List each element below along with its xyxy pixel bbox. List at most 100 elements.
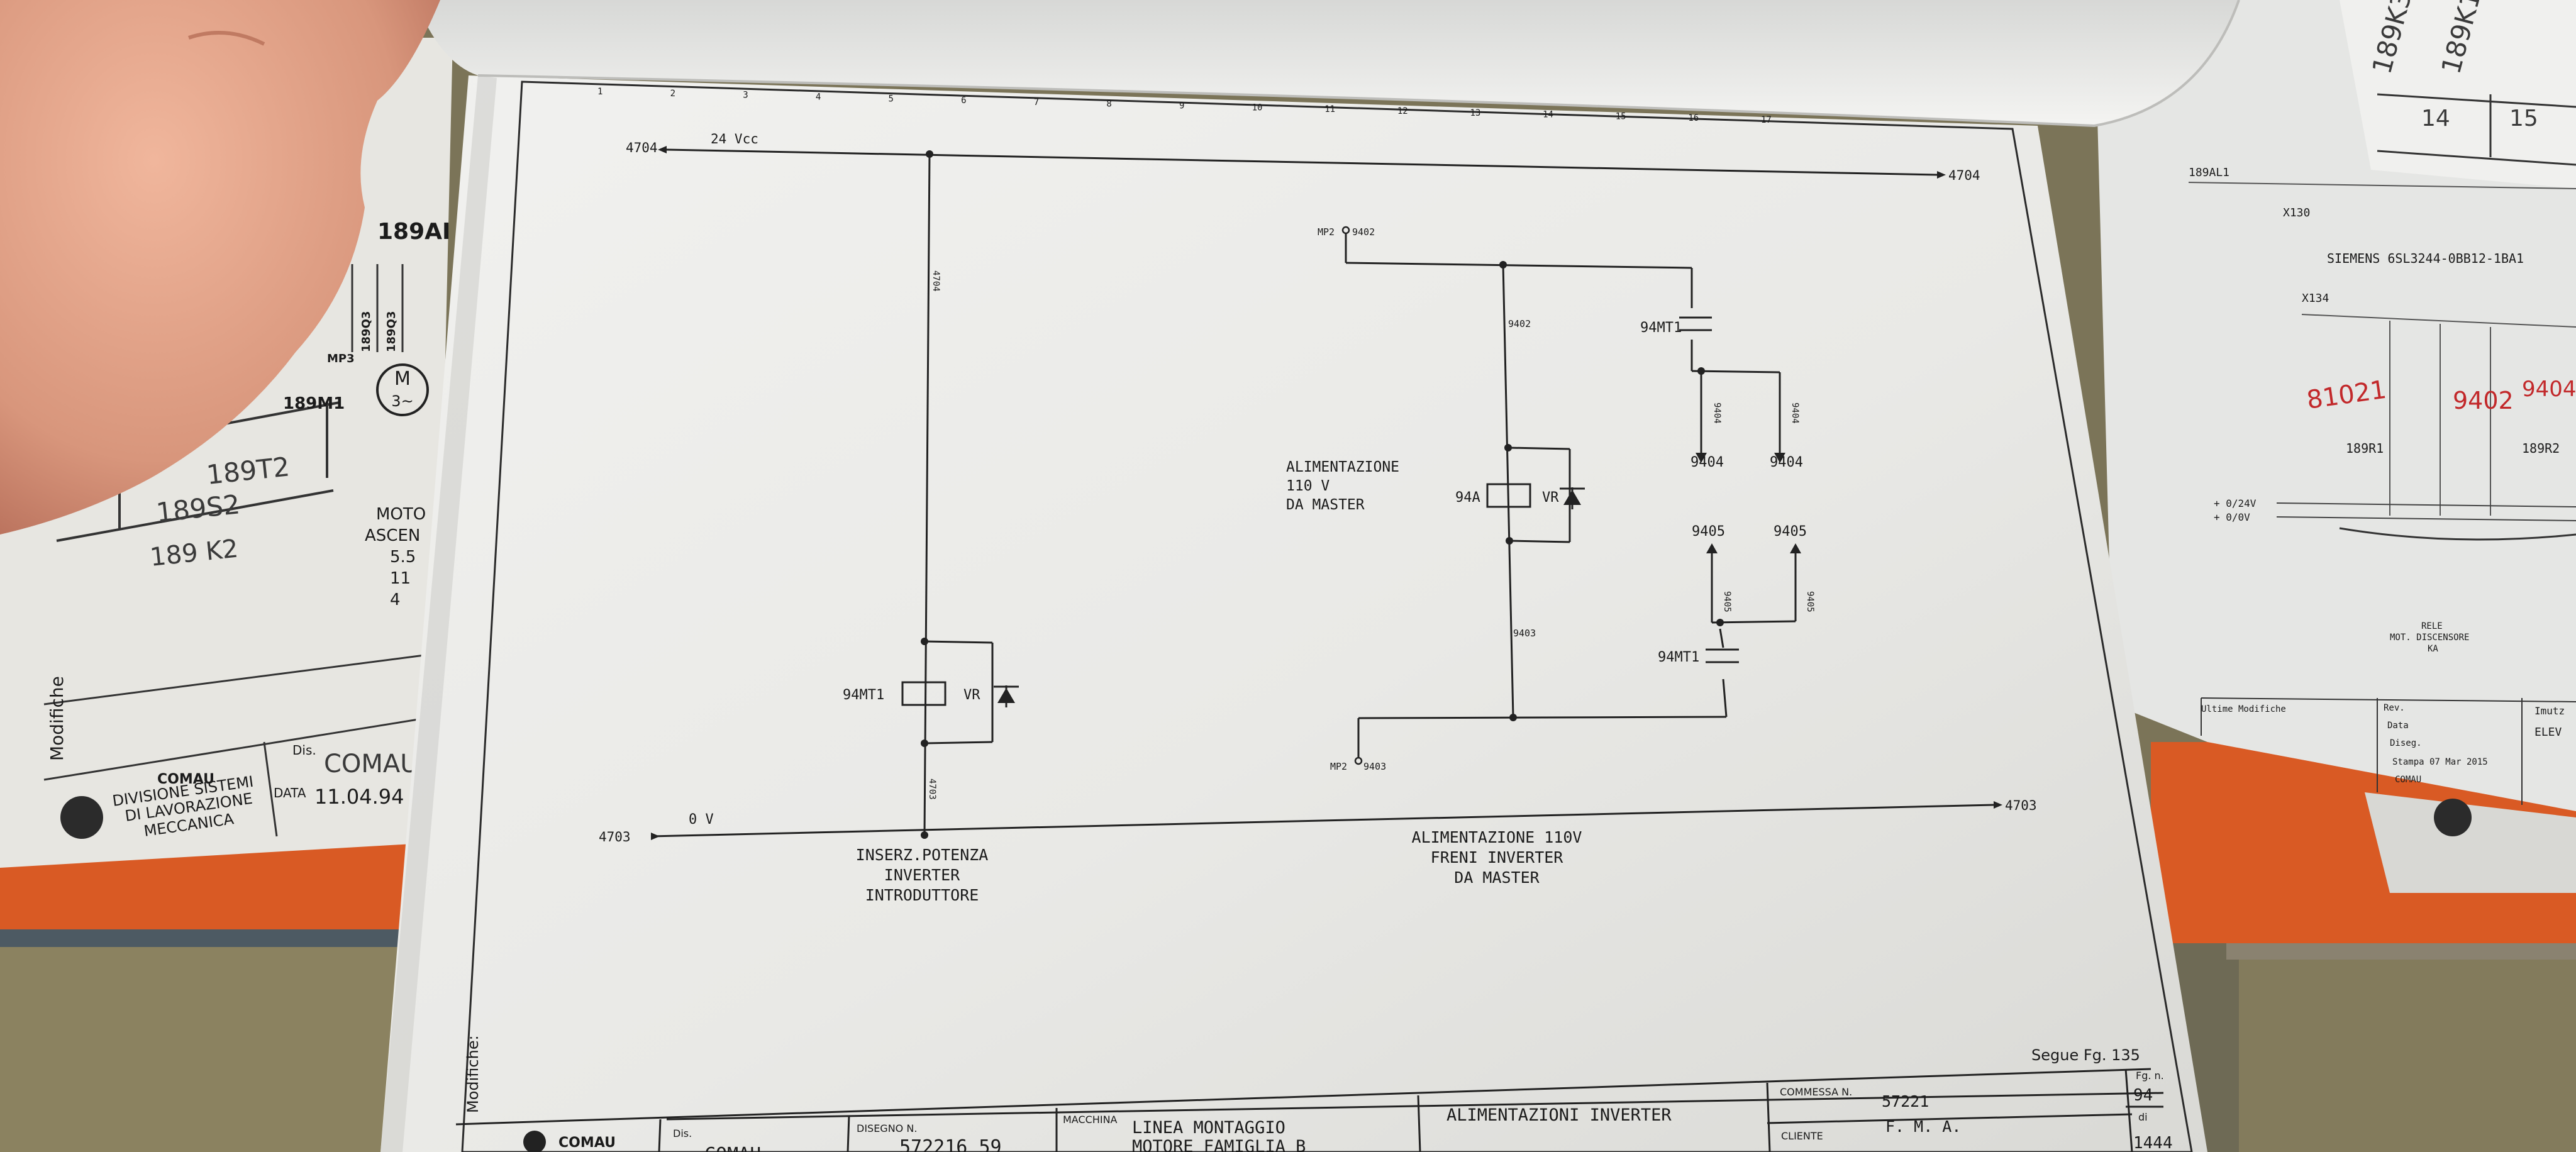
mp-top-wire: 9402 <box>1352 226 1375 238</box>
column-number: 1 <box>597 87 602 97</box>
tb-macchina-line1: LINEA MONTAGGIO <box>1132 1118 1285 1138</box>
bench-rail-right <box>2226 943 2576 960</box>
left-brand: COMAU <box>157 772 214 787</box>
bench-wood-right <box>2239 960 2576 1152</box>
wire-9405-vertical-a: 9405 <box>1722 591 1732 612</box>
wire-4704-vertical: 4704 <box>931 270 941 292</box>
right-note-3: KA <box>2428 644 2438 654</box>
wire-4703-vertical: 4703 <box>927 778 937 800</box>
top-rail-voltage: 24 Vcc <box>711 131 758 147</box>
bottom-rail-right-ref: 4703 <box>2005 798 2037 813</box>
left-dis: Dis. <box>292 743 316 758</box>
left-caption-1: INSERZ.POTENZA <box>856 846 989 864</box>
schematic-labels: 4704 24 Vcc 4704 4703 0 V 4703 4704 4703… <box>464 131 2140 1113</box>
schematic-fills <box>651 146 2002 840</box>
tb-cliente-label: CLIENTE <box>1781 1130 1823 1142</box>
contact-bottom-label: 94MT1 <box>1658 650 1699 665</box>
bottom-rail-line <box>650 804 1994 838</box>
bench-rail <box>0 929 440 947</box>
right-hand-3: 14 <box>2421 106 2450 131</box>
junction-left-top <box>921 638 928 645</box>
column-number: 8 <box>1106 99 1111 109</box>
right-red-3: 9404 <box>2522 377 2576 402</box>
mp-terminals <box>1341 226 1363 765</box>
left-brand-logo <box>60 796 103 839</box>
mp-label: MP3 <box>327 352 355 365</box>
junction-9405 <box>1716 619 1724 626</box>
column-number: 14 <box>1543 110 1553 120</box>
column-number: 17 <box>1761 115 1772 125</box>
tb-commessa-label: COMMESSA N. <box>1780 1086 1852 1098</box>
tb-di-value: 1444 <box>2133 1134 2173 1152</box>
arrow-9404-a <box>1696 453 1707 463</box>
left-data: DATA <box>274 785 306 800</box>
right-tb-1: Ultime Modifiche <box>2201 704 2286 714</box>
left-coil-symbol <box>901 681 947 706</box>
terminal-9405-a: 9405 <box>1692 524 1725 540</box>
column-number: 16 <box>1688 113 1699 123</box>
tag-189q3-b: 189Q3 <box>385 311 398 352</box>
top-rail-line <box>666 148 1938 176</box>
right-hand-4: 15 <box>2509 106 2538 131</box>
tb-disegno-value: 572216 59 <box>899 1136 1002 1152</box>
top-rail-left-ref: 4704 <box>626 140 658 155</box>
motor-text-3: 5.5 <box>390 548 416 567</box>
right-siemens: SIEMENS 6SL3244-0BB12-1BA1 <box>2327 251 2524 266</box>
bottom-rail-arrow <box>1994 801 2002 809</box>
left-caption-2: INVERTER <box>884 866 960 884</box>
drawing-frame <box>461 80 2193 1152</box>
right-note-1: RELE <box>2421 621 2443 631</box>
right-x130: X130 <box>2283 206 2310 219</box>
junction-94a-top <box>1504 444 1512 451</box>
contact-top-label: 94MT1 <box>1640 320 1682 336</box>
motor-text-1: MOTO <box>376 505 426 524</box>
junction-94a-bottom <box>1506 537 1513 545</box>
mp-top-terminal <box>1341 226 1350 235</box>
motor-text-5: 4 <box>390 590 401 609</box>
left-coil-suppressor: VR <box>963 687 980 703</box>
junction-9402 <box>1499 261 1507 269</box>
column-number: 9 <box>1179 101 1184 111</box>
right-189al1: 189AL1 <box>2189 166 2229 179</box>
arrow-9405-b <box>1790 543 1801 553</box>
bottom-rail-left-ref: 4703 <box>599 829 631 845</box>
motor-symbol <box>376 363 429 416</box>
wire-9405-vertical-b: 9405 <box>1805 591 1815 612</box>
column-number: 10 <box>1252 102 1263 113</box>
motor-label: 189M1 <box>283 394 345 413</box>
tb-dis-label: Dis. <box>673 1127 692 1139</box>
center-caption-2: 110 V <box>1286 478 1330 494</box>
column-number: 2 <box>670 89 675 99</box>
title-block: COMAU Dis. COMAU DISEGNO N. 572216 59 MA… <box>455 1068 2173 1152</box>
wire-9403-label: 9403 <box>1513 628 1536 639</box>
bottom-caption-1: ALIMENTAZIONE 110V <box>1412 828 1582 846</box>
terminal-9404-a: 9404 <box>1690 455 1724 470</box>
motor-text-2: ASCEN <box>365 526 420 545</box>
tb-name-partial: COMAU <box>704 1144 761 1152</box>
bottom-caption-3: DA MASTER <box>1454 868 1540 887</box>
right-edge-1: Imutz <box>2534 705 2565 717</box>
right-background-sheet: 189K3 189K1 14 15 189AL1 X130 SIEMENS 6S… <box>2094 0 2576 893</box>
tb-title: ALIMENTAZIONI INVERTER <box>1446 1105 1672 1125</box>
column-number: 7 <box>1034 97 1039 108</box>
junction-9403 <box>1509 714 1517 721</box>
left-caption-3: INTRODUTTORE <box>865 886 979 904</box>
wire-9404-vertical-b: 9404 <box>1790 402 1800 424</box>
junction-9404 <box>1697 367 1705 375</box>
hand-knuckle <box>188 31 265 46</box>
right-x134: X134 <box>2302 292 2329 305</box>
curled-page <box>415 0 2239 126</box>
tb-commessa-value: 57221 <box>1882 1092 1929 1110</box>
tb-fg-label: Fg. n. <box>2136 1070 2164 1082</box>
tag-189q3-a: 189Q3 <box>360 311 373 352</box>
bench-wood-left <box>0 947 402 1152</box>
bottom-rail-voltage: 0 V <box>689 812 714 828</box>
tb-macchina-label: MACCHINA <box>1063 1114 1118 1126</box>
right-red-2: 9402 <box>2453 387 2514 414</box>
mp-bottom-tag: MP2 <box>1330 761 1347 772</box>
column-number: 4 <box>816 92 821 102</box>
right-tb-3: Data <box>2387 721 2409 731</box>
main-schematic-page <box>380 75 2207 1152</box>
right-note-2: MOT. DISCENSORE <box>2390 633 2469 643</box>
tb-fg-value: 94 <box>2133 1086 2153 1105</box>
